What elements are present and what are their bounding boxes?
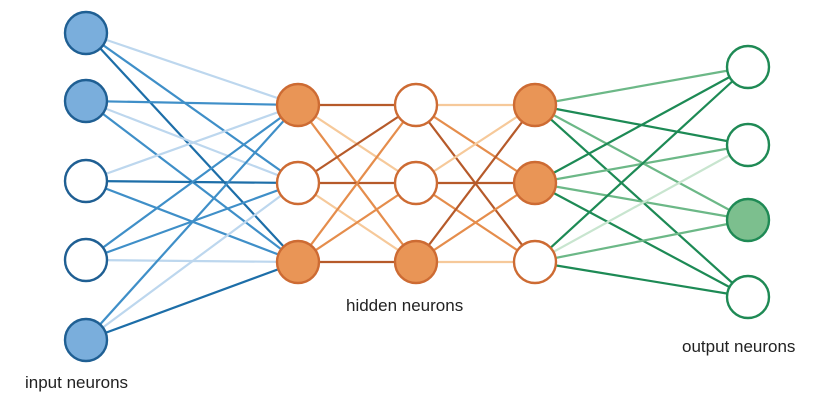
hidden-2-neuron-1: [393, 82, 439, 128]
edge-hidden-2-2-to-hidden-3-1: [415, 182, 536, 263]
edge-hidden-3-2-to-output-3: [534, 260, 749, 299]
output-neuron-3: [725, 197, 771, 243]
edge-hidden-3-1-to-output-0: [534, 66, 749, 184]
neuron-nodes: [63, 10, 771, 363]
hidden-3-neuron-3: [512, 239, 558, 285]
hidden-2-neuron-3: [393, 239, 439, 285]
edge-input-3-to-hidden-1-0: [85, 104, 299, 261]
edge-hidden-3-2-to-output-1: [534, 144, 749, 263]
output-neuron-1: [725, 44, 771, 90]
input-neuron-5: [63, 317, 109, 363]
edge-hidden-1-1-to-hidden-2-0: [297, 104, 417, 184]
edge-hidden-3-1-to-output-2: [534, 181, 749, 222]
input-neuron-3: [63, 158, 109, 204]
edge-input-0-to-hidden-1-2: [85, 32, 299, 263]
output-neuron-4: [725, 274, 771, 320]
edge-input-1-to-hidden-1-0: [85, 99, 299, 107]
edge-hidden-2-2-to-hidden-3-0: [415, 104, 536, 263]
edge-hidden-2-1-to-hidden-3-0: [415, 104, 536, 184]
output-layer-label: output neurons: [682, 337, 795, 356]
output-neuron-2: [725, 122, 771, 168]
edge-input-4-to-hidden-1-0: [85, 104, 299, 341]
edge-hidden-1-2-to-hidden-2-0: [297, 104, 417, 263]
hidden-1-neuron-1: [275, 82, 321, 128]
hidden-3-neuron-2: [512, 160, 558, 206]
hidden-2-neuron-2: [393, 160, 439, 206]
connection-edges: [85, 31, 749, 342]
edge-input-2-to-hidden-1-0: [85, 103, 299, 183]
edge-input-0-to-hidden-1-1: [85, 32, 299, 184]
hidden-1-neuron-3: [275, 239, 321, 285]
edge-hidden-3-2-to-output-0: [534, 66, 749, 263]
edge-hidden-3-0-to-output-2: [534, 104, 749, 221]
hidden-layer-label: hidden neurons: [346, 296, 463, 315]
edge-hidden-3-2-to-output-2: [534, 218, 749, 264]
edge-input-4-to-hidden-1-1: [85, 182, 299, 341]
input-neuron-4: [63, 237, 109, 283]
input-layer-label: input neurons: [25, 373, 128, 392]
edge-hidden-1-2-to-hidden-2-1: [297, 182, 417, 263]
input-neuron-2: [63, 78, 109, 124]
edge-input-4-to-hidden-1-2: [85, 260, 299, 342]
input-neuron-1: [63, 10, 109, 56]
edge-hidden-3-0-to-output-0: [534, 65, 749, 107]
edge-input-0-to-hidden-1-0: [85, 31, 299, 107]
hidden-3-neuron-1: [512, 82, 558, 128]
hidden-1-neuron-2: [275, 160, 321, 206]
